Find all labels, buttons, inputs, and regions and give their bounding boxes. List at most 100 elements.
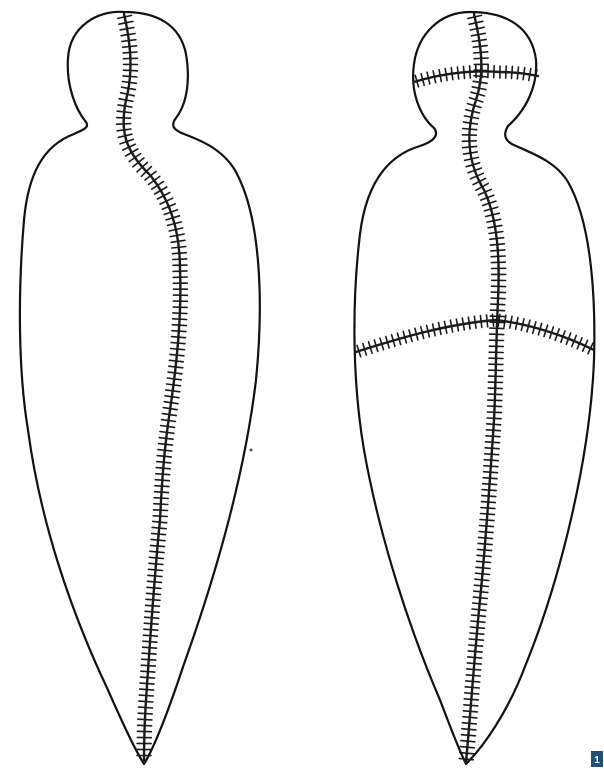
stitch-mark <box>466 681 480 682</box>
stitch-mark <box>491 298 505 299</box>
stitch-mark <box>491 250 505 251</box>
stitch-mark <box>146 605 160 606</box>
left-shroud-outline <box>20 12 260 764</box>
stitch-mark <box>141 677 155 678</box>
stitch-mark <box>147 587 161 588</box>
stitch-mark <box>487 412 501 413</box>
stitch-mark <box>480 526 494 527</box>
left-shroud <box>20 12 260 764</box>
stitch-mark <box>173 259 187 260</box>
stitch-mark <box>483 478 497 479</box>
stitch-mark <box>138 725 152 726</box>
stitch-mark <box>491 310 505 311</box>
stitch-mark <box>172 331 186 332</box>
stitch-mark <box>491 256 505 257</box>
stitch-mark <box>486 430 500 431</box>
stitch-mark <box>487 424 501 425</box>
stitch-mark <box>117 124 131 125</box>
stitch-mark <box>141 671 155 672</box>
stitch-mark <box>172 325 186 326</box>
right-shroud <box>354 12 594 764</box>
stitch-mark <box>467 669 481 670</box>
speck <box>250 449 253 452</box>
stitch-mark <box>506 66 507 78</box>
stitch-mark <box>493 314 494 326</box>
stitch-mark <box>491 292 505 293</box>
stitch-mark <box>484 460 498 461</box>
stitch-mark <box>490 322 504 323</box>
stitch-mark <box>483 484 497 485</box>
stitch-mark <box>464 699 478 700</box>
stitch-mark <box>138 713 152 714</box>
stitch-mark <box>145 617 159 618</box>
stitch-mark <box>123 76 137 77</box>
figure-number-badge: 1 <box>591 751 603 767</box>
stitch-mark <box>463 711 477 712</box>
stitch-mark <box>148 581 162 582</box>
stitch-mark <box>488 400 502 401</box>
stitch-mark <box>512 66 513 78</box>
stitch-mark <box>141 665 155 666</box>
stitch-mark <box>462 141 476 142</box>
stitch-mark <box>173 319 187 320</box>
stitch-mark <box>146 599 160 600</box>
stitch-mark <box>485 454 499 455</box>
stitch-mark <box>173 313 187 314</box>
stitch-mark <box>482 490 496 491</box>
stitch-mark <box>145 611 159 612</box>
stitch-mark <box>140 683 154 684</box>
stitch-mark <box>139 695 153 696</box>
stitch-mark <box>155 492 169 493</box>
stitch-mark <box>173 271 187 272</box>
stitch-mark <box>172 337 186 338</box>
stitch-mark <box>139 701 153 702</box>
stitch-mark <box>464 705 478 706</box>
badge-label: 1 <box>594 755 600 766</box>
stitch-mark <box>488 406 502 407</box>
stitch-mark <box>154 498 168 499</box>
stitch-mark <box>142 659 156 660</box>
stitch-mark <box>494 66 495 78</box>
stitch-mark <box>138 719 152 720</box>
stitch-mark <box>484 472 498 473</box>
stitch-mark <box>466 675 480 676</box>
stitch-mark <box>144 623 158 624</box>
stitch-mark <box>461 735 475 736</box>
stitch-mark <box>155 480 169 481</box>
stitch-mark <box>147 593 161 594</box>
stitch-mark <box>490 328 504 329</box>
stitch-mark <box>143 641 157 642</box>
stitch-mark <box>153 516 167 517</box>
stitch-mark <box>154 504 168 505</box>
stitch-mark <box>481 514 495 515</box>
stitch-mark <box>143 647 157 648</box>
stitch-mark <box>142 653 156 654</box>
stitch-mark <box>140 689 154 690</box>
stitch-mark <box>139 707 153 708</box>
stitch-mark <box>143 635 157 636</box>
stitch-mark <box>172 253 186 254</box>
stitch-mark <box>123 52 137 53</box>
stitch-mark <box>154 510 168 511</box>
stitch-mark <box>486 442 500 443</box>
stitch-mark <box>491 304 505 305</box>
stitch-mark <box>123 70 137 71</box>
stitch-mark <box>144 629 158 630</box>
stitch-mark <box>488 394 502 395</box>
stitch-mark <box>484 466 498 467</box>
stitch-mark <box>479 532 493 533</box>
stitch-mark <box>490 334 504 335</box>
stitch-mark <box>474 58 488 59</box>
stitch-mark <box>487 418 501 419</box>
stitch-mark <box>485 448 499 449</box>
stitch-mark <box>156 474 170 475</box>
stitch-mark <box>482 496 496 497</box>
stitch-mark <box>481 508 495 509</box>
stitch-mark <box>470 66 471 78</box>
stitch-mark <box>486 436 500 437</box>
stitch-mark <box>480 520 494 521</box>
stitch-mark <box>481 502 495 503</box>
stitch-mark <box>117 118 131 119</box>
stitch-mark <box>155 486 169 487</box>
